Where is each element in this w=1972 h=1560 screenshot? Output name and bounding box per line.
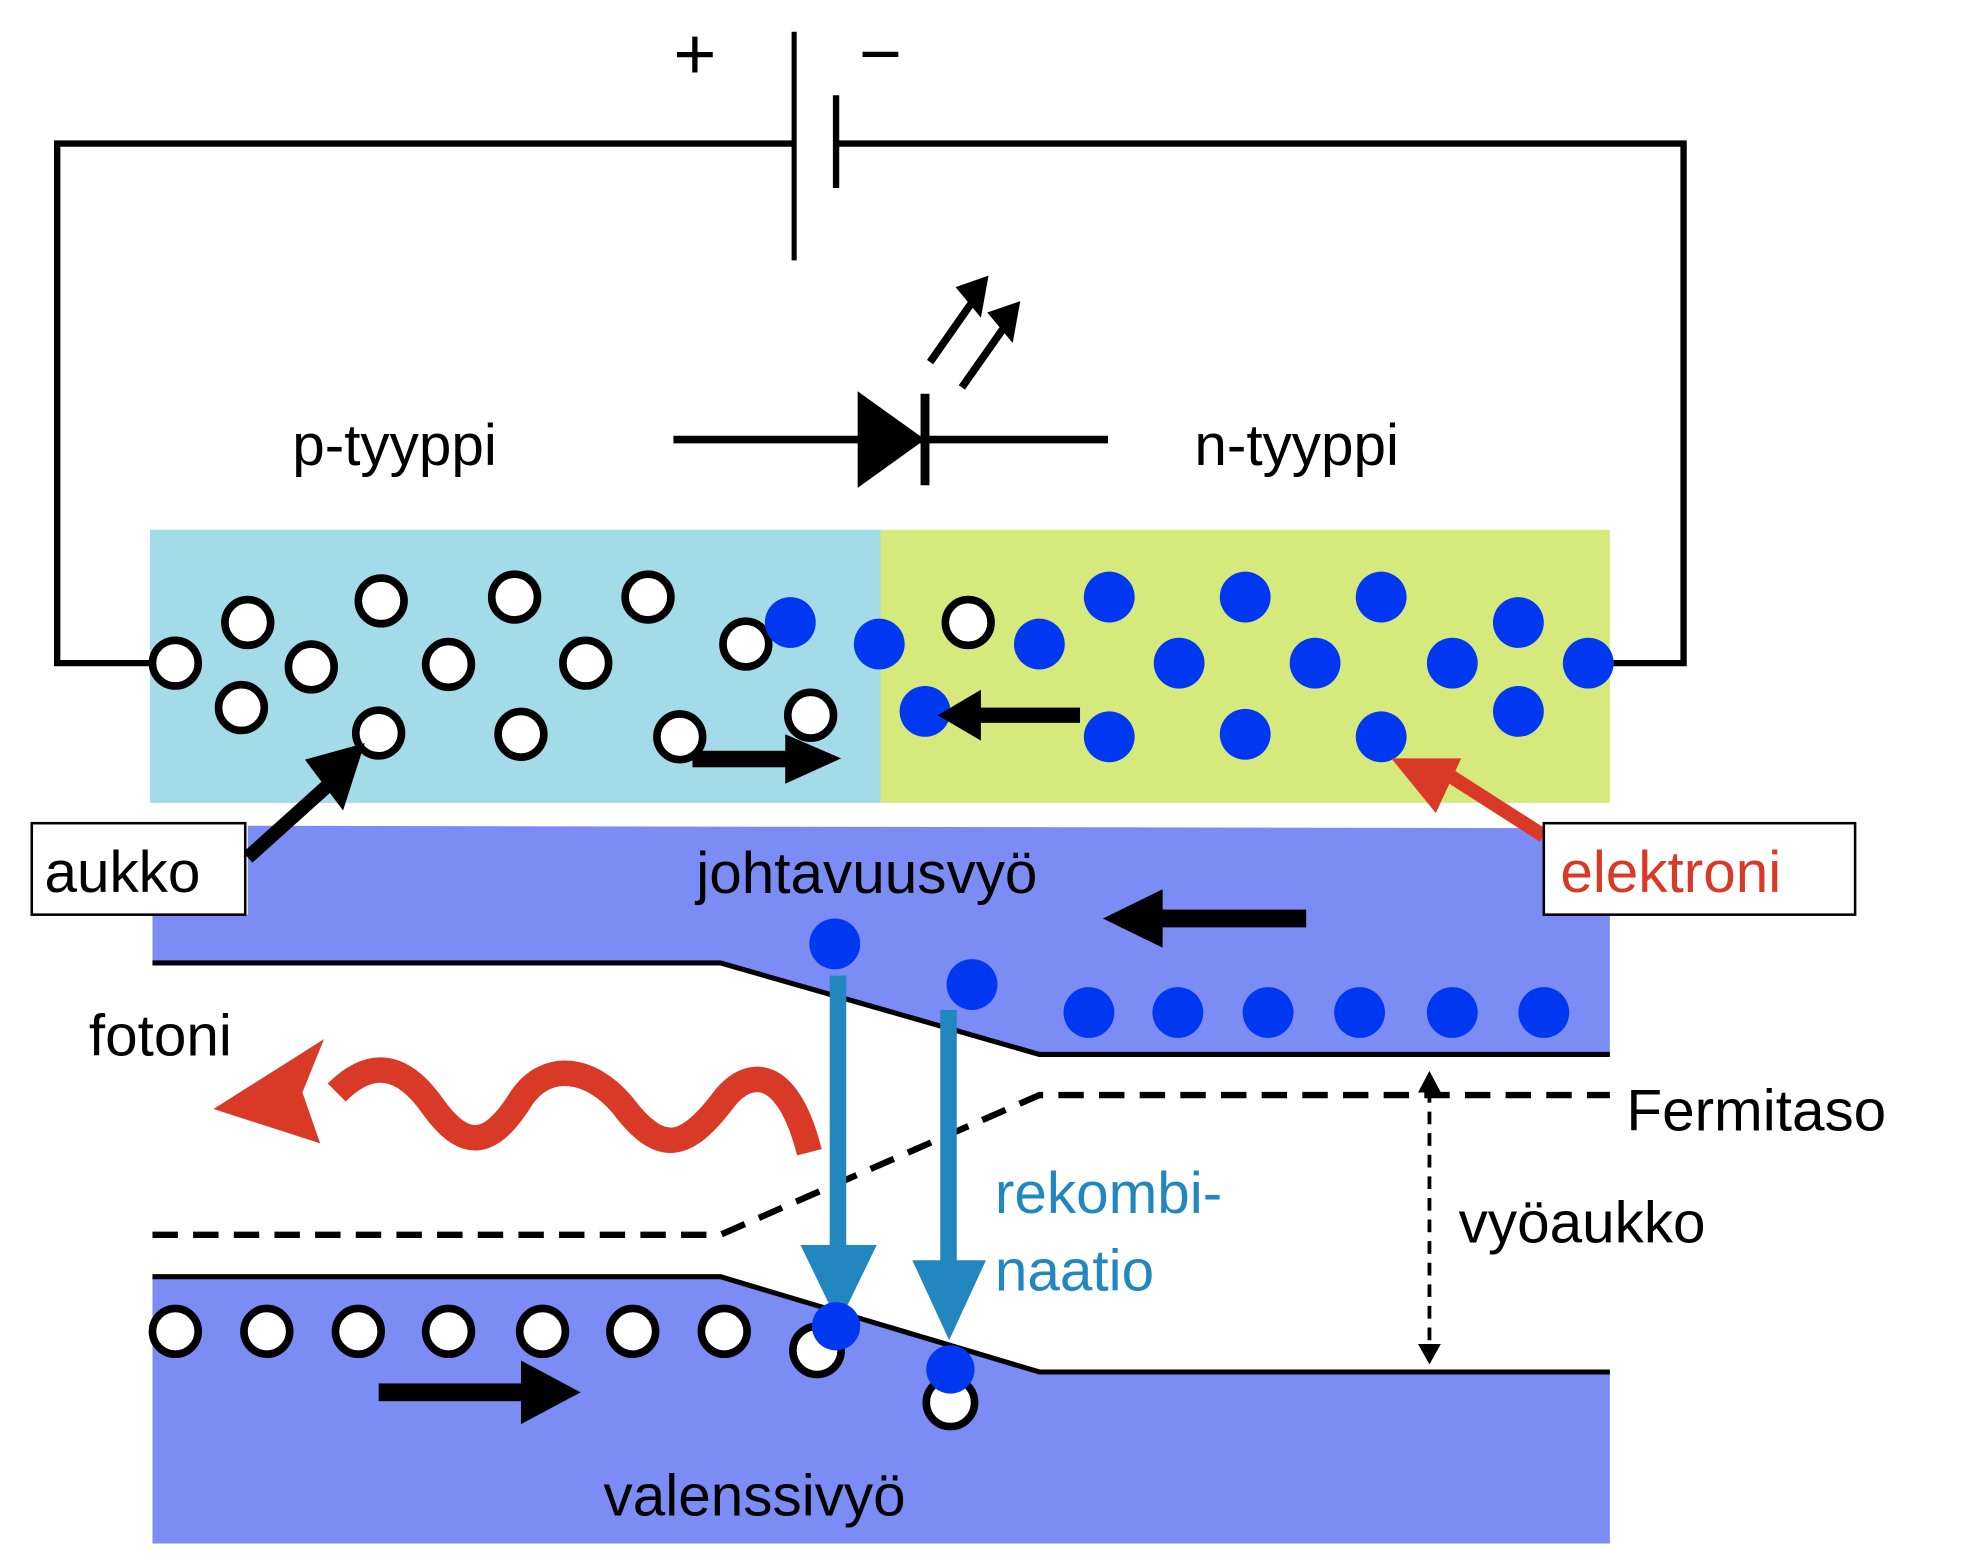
hole bbox=[783, 688, 838, 742]
hole bbox=[331, 1304, 385, 1359]
electron bbox=[1153, 637, 1205, 689]
hole bbox=[240, 1304, 294, 1359]
hole-label-box bbox=[30, 821, 247, 916]
electron-label: elektroni bbox=[1560, 840, 1781, 905]
photon-wave-icon bbox=[213, 1039, 822, 1156]
wire-right bbox=[836, 140, 1687, 667]
hole bbox=[515, 1304, 570, 1359]
hole-label: aukko bbox=[44, 840, 200, 905]
fermi-level-line bbox=[152, 1091, 1610, 1238]
conduction-band-edge bbox=[152, 960, 1610, 1057]
electron-drift-arrow-icon bbox=[937, 689, 1081, 741]
recombination-arrows bbox=[800, 975, 986, 1341]
hole-drift-arrow-icon bbox=[692, 734, 842, 784]
electron-pointer-arrow-icon bbox=[1391, 758, 1548, 842]
photon-label: fotoni bbox=[89, 1004, 232, 1069]
hole bbox=[621, 570, 675, 624]
band-gap-label: vyöaukko bbox=[1459, 1190, 1706, 1255]
hole bbox=[719, 617, 773, 671]
electron bbox=[1562, 637, 1614, 689]
wire-left bbox=[54, 140, 795, 667]
conduction-band bbox=[152, 825, 1610, 1055]
diode-triangle-icon bbox=[857, 391, 926, 488]
n-region-electrons bbox=[853, 571, 1614, 763]
valence-band bbox=[152, 1276, 1610, 1544]
recombination-arrow-2 bbox=[940, 1009, 957, 1265]
conduction-band-label: johtavuusvyö bbox=[694, 841, 1037, 906]
electron bbox=[1355, 571, 1407, 623]
electron bbox=[1013, 618, 1065, 670]
hole bbox=[148, 636, 203, 690]
electron bbox=[1063, 987, 1115, 1038]
battery-plus-sign: + bbox=[673, 12, 716, 95]
electron bbox=[764, 597, 816, 648]
recombination-arrow-1 bbox=[829, 975, 847, 1249]
led-symbol bbox=[673, 275, 1108, 488]
electron bbox=[1492, 685, 1544, 737]
hole bbox=[354, 574, 408, 628]
p-region-holes bbox=[148, 570, 838, 764]
electron bbox=[1083, 571, 1135, 623]
hole bbox=[697, 1304, 751, 1359]
valence-band-label: valenssivyö bbox=[604, 1464, 906, 1529]
fermi-level-label: Fermitaso bbox=[1626, 1079, 1886, 1144]
recombination-label-line1: rekombi- bbox=[995, 1161, 1222, 1226]
electron bbox=[1355, 711, 1407, 763]
hole bbox=[941, 595, 995, 650]
electron bbox=[1083, 711, 1135, 763]
circuit bbox=[54, 31, 1687, 667]
hole bbox=[221, 595, 275, 650]
hole bbox=[214, 680, 269, 735]
electron bbox=[1219, 571, 1271, 623]
valence-arrow-icon bbox=[378, 1360, 581, 1425]
electron bbox=[946, 959, 998, 1010]
p-type-label: p-tyyppi bbox=[292, 413, 497, 478]
valence-band-edge bbox=[152, 1274, 1610, 1375]
conduction-band-electrons bbox=[809, 918, 1570, 1038]
n-type-label: n-tyyppi bbox=[1194, 413, 1399, 478]
electron bbox=[1219, 708, 1271, 760]
electron bbox=[1289, 637, 1341, 689]
recombination-particles bbox=[789, 1302, 979, 1431]
hole bbox=[284, 640, 338, 694]
electron bbox=[853, 618, 905, 670]
conduction-arrow-icon bbox=[1102, 889, 1307, 948]
hole bbox=[494, 707, 548, 761]
electron bbox=[1334, 987, 1385, 1038]
hole bbox=[559, 636, 613, 690]
hole bbox=[653, 710, 707, 764]
hole bbox=[606, 1304, 660, 1359]
hole bbox=[487, 570, 542, 624]
light-emission-arrows-icon bbox=[926, 275, 1021, 390]
electron bbox=[1426, 987, 1478, 1038]
electron bbox=[899, 685, 951, 737]
electron-label-box bbox=[1542, 821, 1857, 916]
hole bbox=[421, 1304, 476, 1359]
valence-band-holes bbox=[148, 1304, 751, 1359]
electron bbox=[1152, 987, 1204, 1038]
hole bbox=[421, 637, 476, 692]
hole bbox=[148, 1304, 203, 1359]
electron bbox=[1426, 637, 1478, 689]
band-gap-arrow-icon bbox=[1418, 1070, 1441, 1365]
electron bbox=[1492, 597, 1544, 648]
battery-minus-sign: − bbox=[859, 12, 902, 95]
n-region bbox=[880, 529, 1610, 803]
electron bbox=[809, 918, 861, 970]
hole bbox=[351, 706, 406, 760]
hole-pointer-arrow-icon bbox=[243, 743, 365, 863]
electron bbox=[1242, 987, 1294, 1038]
electron bbox=[1518, 987, 1570, 1038]
recombination-label-line2: naatio bbox=[995, 1239, 1154, 1304]
